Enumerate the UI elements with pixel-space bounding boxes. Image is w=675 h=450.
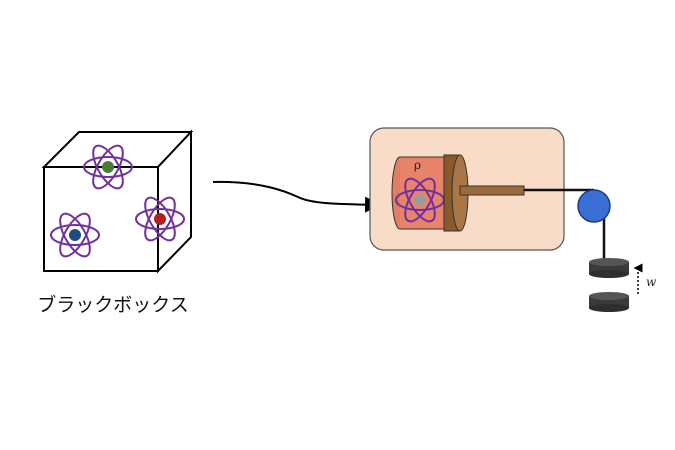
cylinder	[391, 156, 452, 230]
density-symbol: ρ	[414, 158, 422, 172]
atom-icon-red	[135, 192, 185, 246]
weight-lower	[589, 292, 629, 312]
atom-icon-blue	[50, 208, 100, 262]
piston-rod	[459, 185, 525, 196]
transfer-arrow	[212, 180, 381, 213]
atom-icon-green	[83, 140, 133, 194]
work-symbol: w	[646, 275, 657, 289]
black-box-label: ブラックボックス	[37, 294, 189, 316]
atom-icon-gray	[395, 173, 445, 227]
pulley	[577, 189, 611, 223]
black-box-cube	[41, 129, 194, 274]
weight-upper	[589, 258, 629, 278]
